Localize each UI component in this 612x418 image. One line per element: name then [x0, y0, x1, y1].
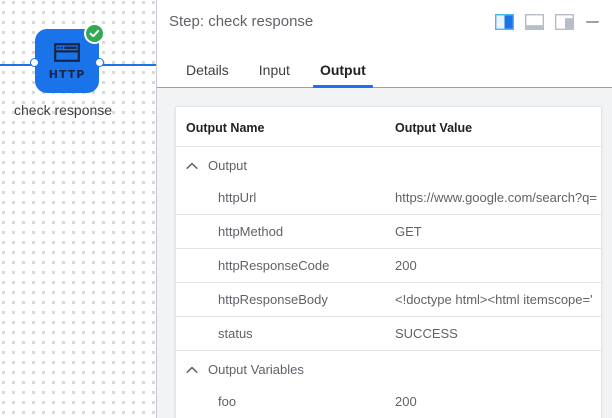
cell-output-value: 200	[391, 248, 601, 283]
minimize-icon[interactable]	[585, 14, 600, 30]
column-header-output-name: Output Name	[176, 107, 391, 147]
node-output-port[interactable]	[95, 58, 104, 67]
tab-details[interactable]: Details	[171, 63, 244, 87]
cell-output-name: foo	[218, 394, 237, 409]
check-circle-icon	[84, 23, 105, 44]
edge-incoming	[0, 64, 38, 66]
table-row[interactable]: httpUrl https://www.google.com/search?q=	[176, 181, 601, 215]
output-table-body: Output httpUrl https://www.google.com/se…	[176, 147, 601, 418]
chevron-up-icon[interactable]	[186, 362, 198, 377]
workflow-node-check-response[interactable]: HTTP	[30, 23, 105, 99]
panel-title: Step: check response	[169, 13, 314, 30]
cell-output-value: GET	[391, 214, 601, 249]
cell-output-name: httpResponseCode	[176, 248, 391, 283]
panel-tabbar: Details Input Output	[157, 43, 612, 88]
group-cell[interactable]: Output	[176, 147, 601, 182]
node-input-port[interactable]	[30, 58, 39, 67]
table-row[interactable]: httpMethod GET	[176, 214, 601, 249]
node-type-label: HTTP	[48, 67, 86, 81]
chevron-up-icon[interactable]	[186, 158, 198, 173]
tab-input[interactable]: Input	[244, 63, 305, 87]
panel-header: Step: check response	[157, 0, 612, 43]
cell-output-name: httpMethod	[176, 214, 391, 249]
column-header-output-value: Output Value	[391, 107, 601, 147]
table-row[interactable]: httpResponseBody <!doctype html><html it…	[176, 282, 601, 317]
http-browser-icon	[54, 42, 80, 67]
table-group-row-output[interactable]: Output	[176, 147, 601, 182]
layout-dock-right-icon[interactable]	[554, 13, 575, 30]
panel-body: Output Name Output Value	[157, 88, 612, 418]
layout-split-vertical-icon[interactable]	[494, 13, 515, 30]
output-table-card: Output Name Output Value	[175, 106, 602, 418]
panel-header-actions	[494, 13, 600, 30]
output-table-head: Output Name Output Value	[176, 107, 601, 147]
cell-output-name: httpUrl	[176, 181, 391, 215]
table-group-row-output-variables[interactable]: Output Variables	[176, 351, 601, 386]
minimize-bar	[586, 20, 599, 23]
cell-output-value: https://www.google.com/search?q=	[391, 181, 601, 215]
step-details-panel: Step: check response	[157, 0, 612, 418]
cell-output-value: <!doctype html><html itemscope='	[391, 282, 601, 317]
group-label: Output	[208, 158, 248, 173]
layout-dock-bottom-icon[interactable]	[524, 13, 545, 30]
output-table: Output Name Output Value	[176, 107, 601, 418]
group-cell[interactable]: Output Variables	[176, 351, 601, 386]
cell-output-name: httpResponseBody	[176, 282, 391, 317]
node-name-label: check response	[14, 102, 113, 118]
cell-output-value: 200	[395, 394, 417, 409]
table-header-row: Output Name Output Value	[176, 107, 601, 147]
workflow-canvas[interactable]: HTTP check response	[0, 0, 157, 418]
table-row[interactable]: httpResponseCode 200	[176, 248, 601, 283]
table-row[interactable]: status SUCCESS	[176, 316, 601, 351]
table-row[interactable]: foo 200	[176, 385, 601, 418]
canvas-panel-divider[interactable]	[156, 0, 157, 418]
cell-output-name: status	[176, 316, 391, 351]
group-label: Output Variables	[208, 362, 304, 377]
tab-output[interactable]: Output	[305, 63, 381, 88]
cell-output-value: SUCCESS	[391, 316, 601, 351]
edge-outgoing	[96, 64, 157, 66]
